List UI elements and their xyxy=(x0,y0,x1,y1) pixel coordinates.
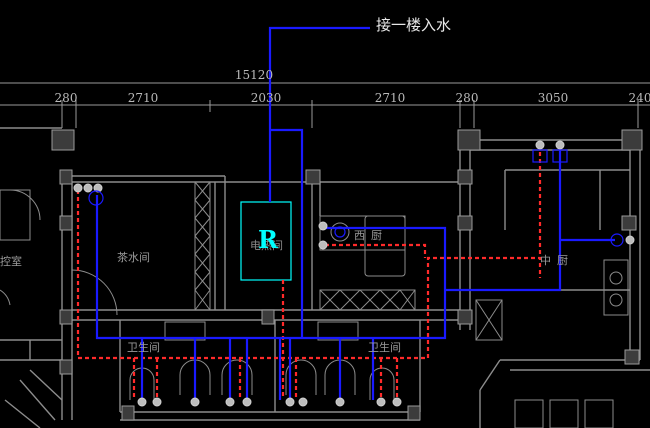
valve-symbol xyxy=(190,397,200,407)
supply-pipes xyxy=(95,26,615,400)
dimension-lines xyxy=(0,82,650,128)
room-label-toilet-left: 卫生间 xyxy=(127,341,160,354)
valve-symbol xyxy=(376,397,386,407)
valve-symbol xyxy=(137,397,147,407)
valve-symbol xyxy=(73,183,83,193)
valve-symbol xyxy=(335,397,345,407)
room-label-heater-room: 电热间 xyxy=(250,239,283,252)
valve-symbol xyxy=(225,397,235,407)
valve-symbol xyxy=(535,140,545,150)
water-heater-outline xyxy=(240,201,292,281)
valve-symbol xyxy=(83,183,93,193)
valve-symbol xyxy=(625,235,635,245)
dimension-ticks xyxy=(61,100,639,128)
fixture-rings xyxy=(88,149,624,247)
valve-symbol xyxy=(318,221,328,231)
overall-dimension: 15120 xyxy=(234,68,274,82)
dimension-segment: 240 xyxy=(628,91,650,105)
valve-symbols xyxy=(73,140,635,407)
dimension-segment: 280 xyxy=(54,91,78,105)
room-label-tea-room: 茶水间 xyxy=(117,251,150,264)
dimension-segment: 3050 xyxy=(537,91,569,105)
structural-columns xyxy=(51,129,643,421)
dimension-segment: 2710 xyxy=(127,91,159,105)
room-label-west-kitchen: 西厨 xyxy=(354,229,388,242)
room-label-left-partial: 控室 xyxy=(0,255,22,268)
door-swings xyxy=(0,189,118,316)
valve-symbol xyxy=(392,397,402,407)
valve-symbol xyxy=(555,140,565,150)
dimension-segment: 2710 xyxy=(374,91,406,105)
toilet-fixtures xyxy=(129,321,614,428)
cabinets xyxy=(194,181,629,341)
water-heater-symbol: R xyxy=(258,225,278,254)
valve-symbol xyxy=(298,397,308,407)
valve-symbol xyxy=(318,240,328,250)
valve-symbol xyxy=(285,397,295,407)
inlet-annotation: 接一楼入水 xyxy=(376,16,452,34)
room-label-toilet-right: 卫生间 xyxy=(368,341,401,354)
valve-symbol xyxy=(152,397,162,407)
dimension-segment: 280 xyxy=(455,91,479,105)
room-label-chinese-kitchen: 中厨 xyxy=(540,254,574,267)
dimension-segment: 2030 xyxy=(250,91,282,105)
valve-symbol xyxy=(93,183,103,193)
valve-symbol xyxy=(242,397,252,407)
